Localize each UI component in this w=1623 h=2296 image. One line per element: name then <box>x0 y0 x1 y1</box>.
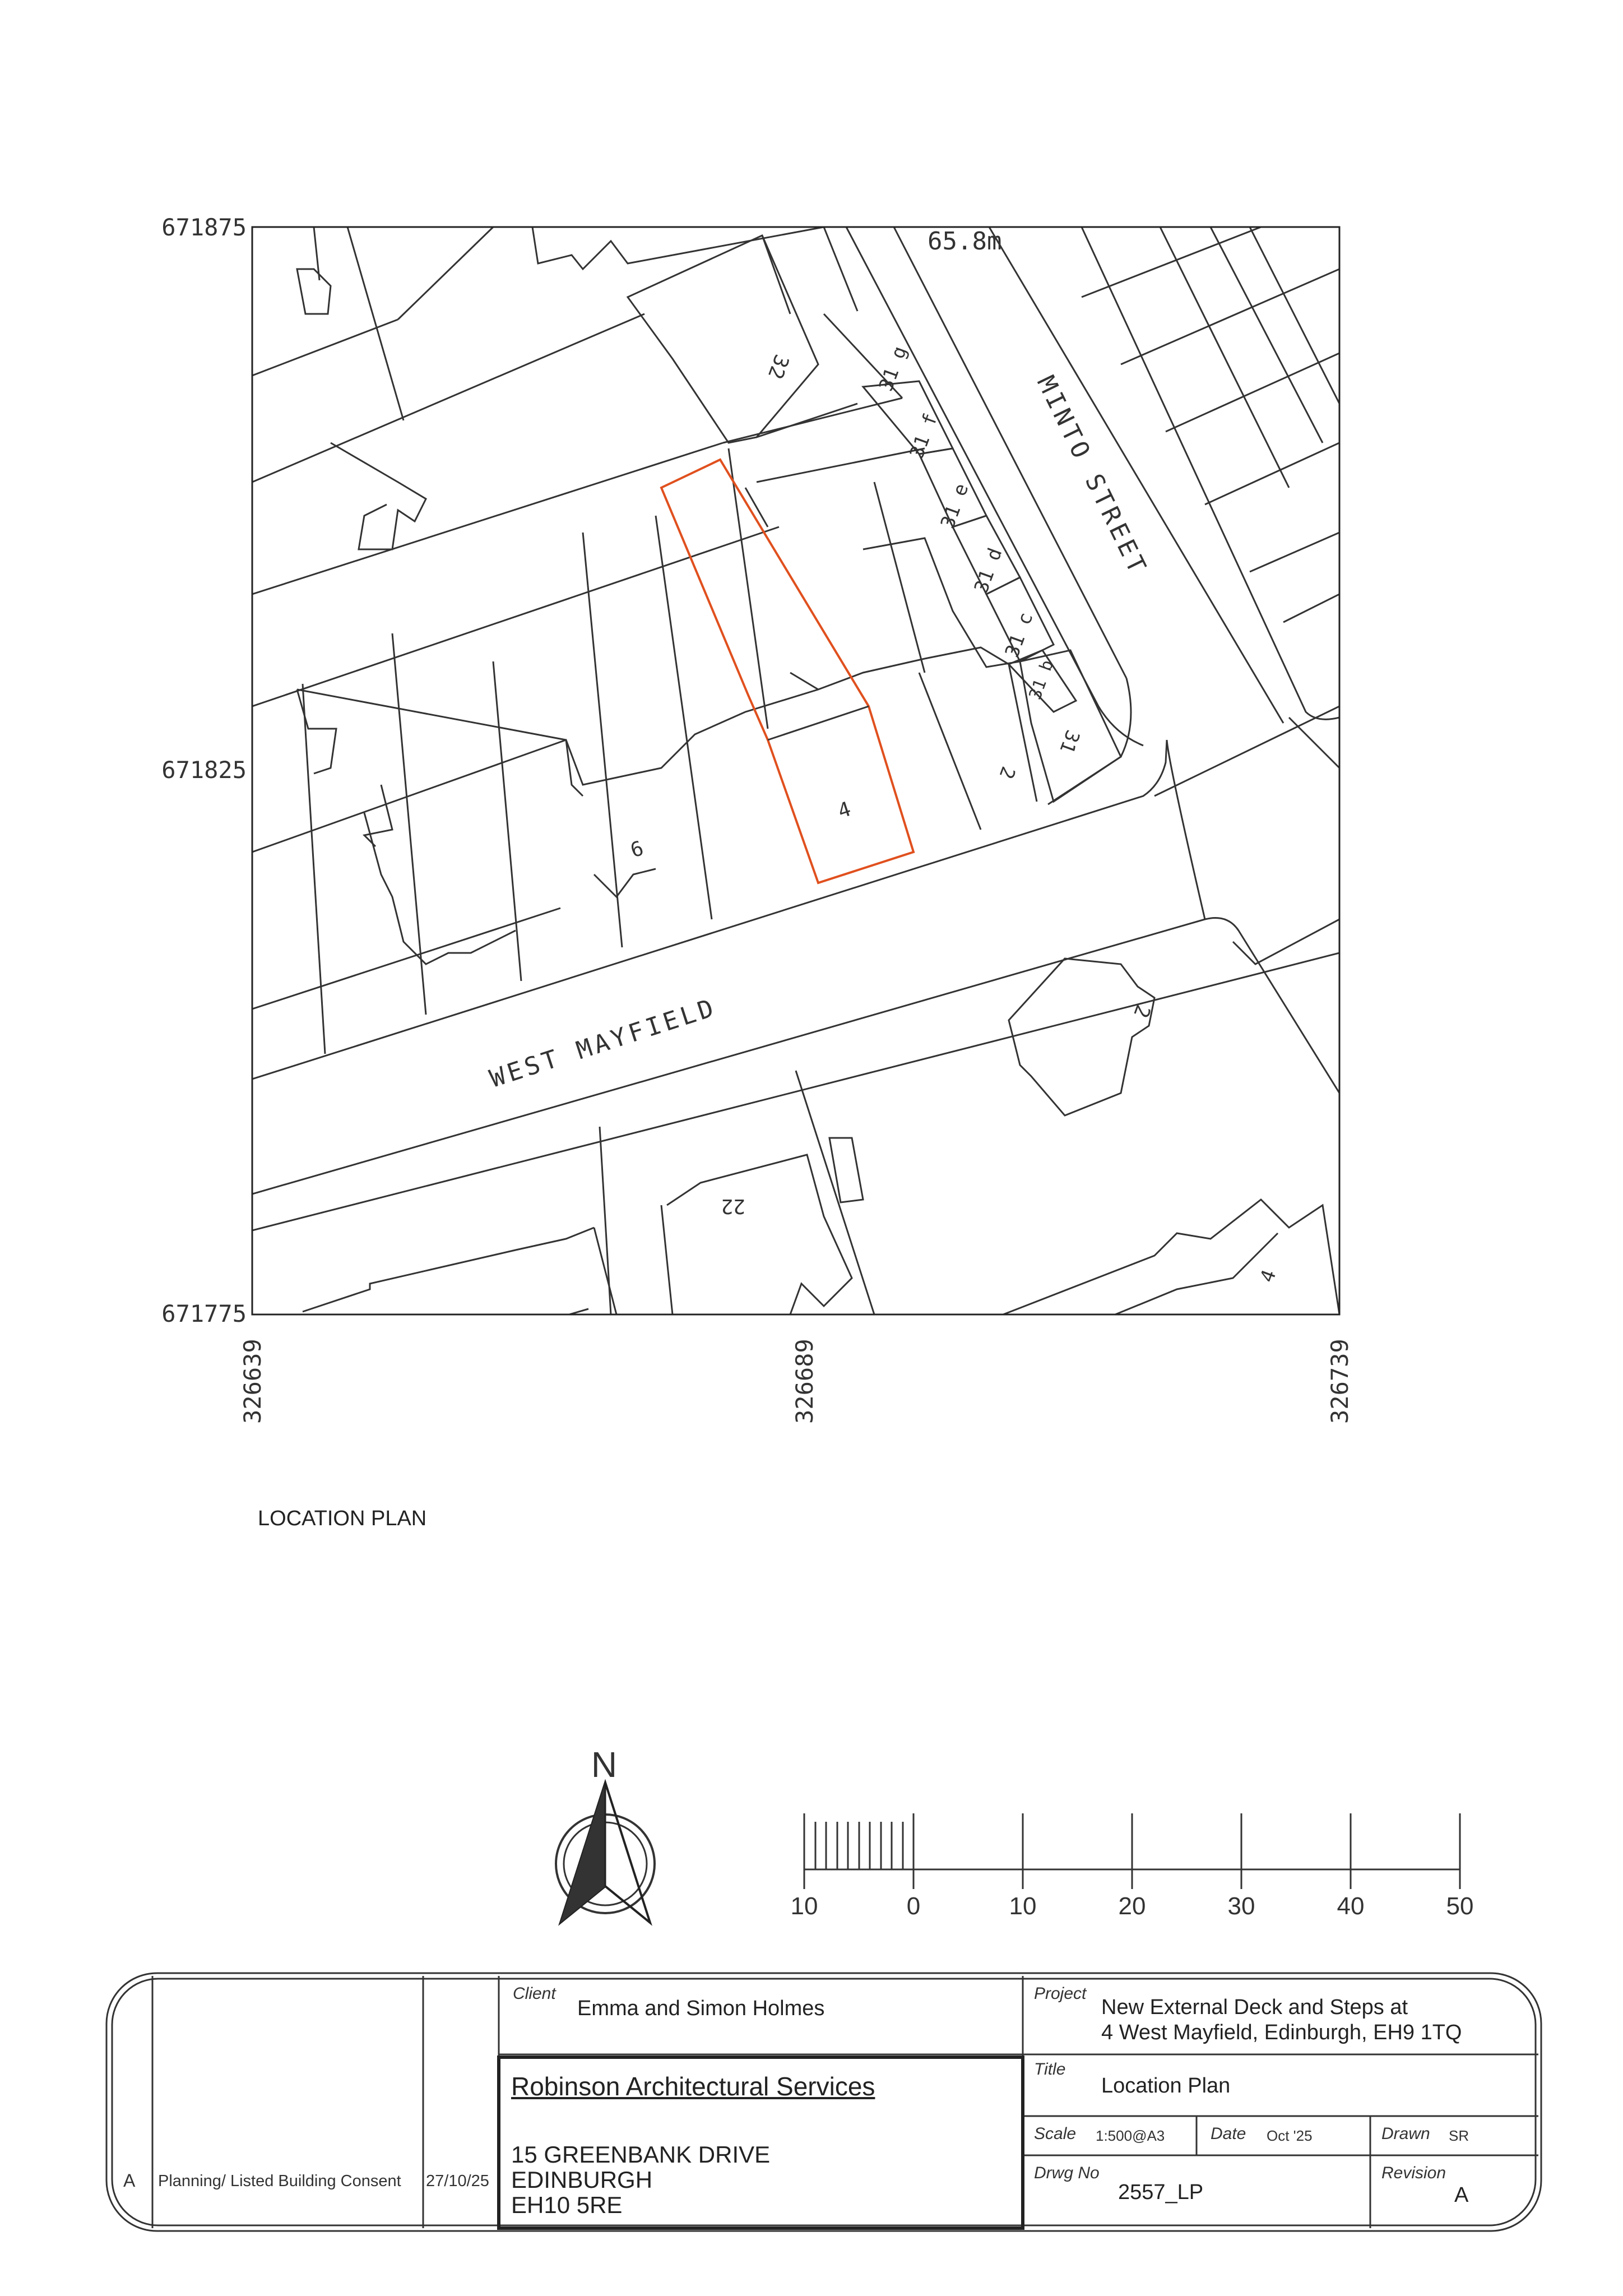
house-number: 31 f <box>906 410 943 461</box>
project-label: Project <box>1034 1984 1087 2003</box>
street-name-minto: MINTO STREET <box>1031 371 1153 580</box>
scale-bar-label: 30 <box>1228 1892 1255 1917</box>
house-number: 31 <box>1055 727 1084 756</box>
street-name-west-mayfield: WEST MAYFIELD <box>486 993 720 1093</box>
easting-label-left: 326639 <box>239 1339 266 1424</box>
scale-bar-label: 20 <box>1119 1892 1146 1917</box>
house-number: 4 <box>835 798 854 823</box>
house-number: 31 g <box>875 343 912 394</box>
house-number: 32 <box>763 351 793 382</box>
northing-label-bottom: 671775 <box>161 1300 247 1327</box>
house-number: 31 b <box>1026 658 1058 702</box>
north-arrow: N <box>555 1744 656 1926</box>
house-number: 31 d <box>970 545 1007 596</box>
northing-label-mid: 671825 <box>161 756 247 784</box>
scale-label: Scale <box>1034 2124 1077 2143</box>
scale-bar-label: 10 <box>791 1892 818 1917</box>
scale-bar-label: 50 <box>1446 1892 1474 1917</box>
location-plan-title: LOCATION PLAN <box>258 1507 427 1530</box>
easting-label-mid: 326689 <box>791 1339 818 1424</box>
drawn-label: Drawn <box>1381 2124 1430 2143</box>
revision-label: Revision <box>1381 2164 1446 2182</box>
revision-date: 27/10/25 <box>426 2172 489 2190</box>
scale-bar-label: 0 <box>907 1892 920 1917</box>
map-linework <box>252 227 1339 1314</box>
spot-height: 65.8m <box>928 227 1001 256</box>
scale-bar-label: 40 <box>1337 1892 1365 1917</box>
client-name: Emma and Simon Holmes <box>577 1997 825 2020</box>
house-number: 6 <box>628 837 646 863</box>
project-line-1: New External Deck and Steps at <box>1101 1996 1408 2019</box>
revision-description: Planning/ Listed Building Consent <box>158 2172 401 2190</box>
revision-value: A <box>1454 2183 1469 2207</box>
northing-label-top: 671875 <box>161 214 247 241</box>
house-number: 4 <box>1256 1267 1281 1285</box>
house-number: 2 <box>1129 1002 1154 1021</box>
drawing-number-label: Drwg No <box>1034 2164 1100 2182</box>
map-frame <box>251 226 1341 1316</box>
house-number: 22 <box>721 1195 745 1218</box>
firm-name: Robinson Architectural Services <box>511 2072 875 2101</box>
drawn-value: SR <box>1449 2127 1469 2144</box>
easting-label-right: 326739 <box>1326 1339 1353 1424</box>
north-letter: N <box>591 1744 617 1785</box>
project-line-2: 4 West Mayfield, Edinburgh, EH9 1TQ <box>1101 2021 1462 2044</box>
scale-bar-lines <box>803 1813 1461 1889</box>
date-value: Oct '25 <box>1267 2127 1313 2144</box>
firm-address-line-3: EH10 5RE <box>511 2192 623 2218</box>
firm-address-line-1: 15 GREENBANK DRIVE <box>511 2141 771 2168</box>
firm-address-line-2: EDINBURGH <box>511 2167 653 2193</box>
revision-letter: A <box>123 2170 136 2191</box>
scale-value: 1:500@A3 <box>1096 2127 1165 2144</box>
title-label: Title <box>1034 2060 1066 2079</box>
house-number: 2 <box>995 763 1020 782</box>
scale-bar-label: 10 <box>1009 1892 1037 1917</box>
scale-bar: 10 0 10 20 30 40 50 <box>791 1813 1474 1917</box>
title-block-frame <box>105 1972 1542 2232</box>
firm-box <box>497 2056 1024 2230</box>
site-boundary-mid <box>767 705 869 741</box>
drawing-number-value: 2557_LP <box>1118 2181 1204 2204</box>
client-label: Client <box>513 1984 556 2003</box>
title-value: Location Plan <box>1101 2074 1231 2098</box>
location-map: 671875 671825 671775 326639 326689 32673… <box>161 214 1353 1424</box>
site-boundary <box>660 458 915 885</box>
date-label: Date <box>1211 2124 1246 2143</box>
house-number: 31 e <box>936 480 973 531</box>
